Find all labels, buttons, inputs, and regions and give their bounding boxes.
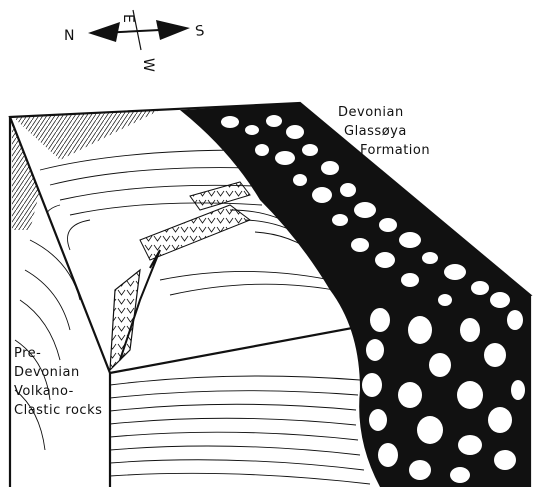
south-arrow-icon: [156, 20, 190, 40]
compass-south: S: [194, 23, 205, 40]
compass-east: E: [120, 14, 136, 23]
devonian-label: Devonian Glassøya Formation: [338, 103, 430, 160]
pre-devonian-label: Pre- Devonian Volkano- Clastic rocks: [14, 344, 102, 420]
compass-north: N: [64, 28, 74, 44]
devonian-label-line3: Formation: [338, 141, 430, 160]
compass-west: W: [140, 58, 156, 72]
pre-devonian-label-line4: Clastic rocks: [14, 401, 102, 420]
right-face-strata: [110, 376, 370, 484]
devonian-label-line1: Devonian: [338, 103, 430, 122]
pre-devonian-label-line1: Pre-: [14, 344, 102, 363]
devonian-label-line2: Glassøya: [338, 122, 430, 141]
compass-rose: N S E W: [64, 10, 205, 72]
pre-devonian-label-line2: Devonian: [14, 363, 102, 382]
north-arrow-icon: [88, 22, 120, 42]
pre-devonian-label-line3: Volkano-: [14, 382, 102, 401]
